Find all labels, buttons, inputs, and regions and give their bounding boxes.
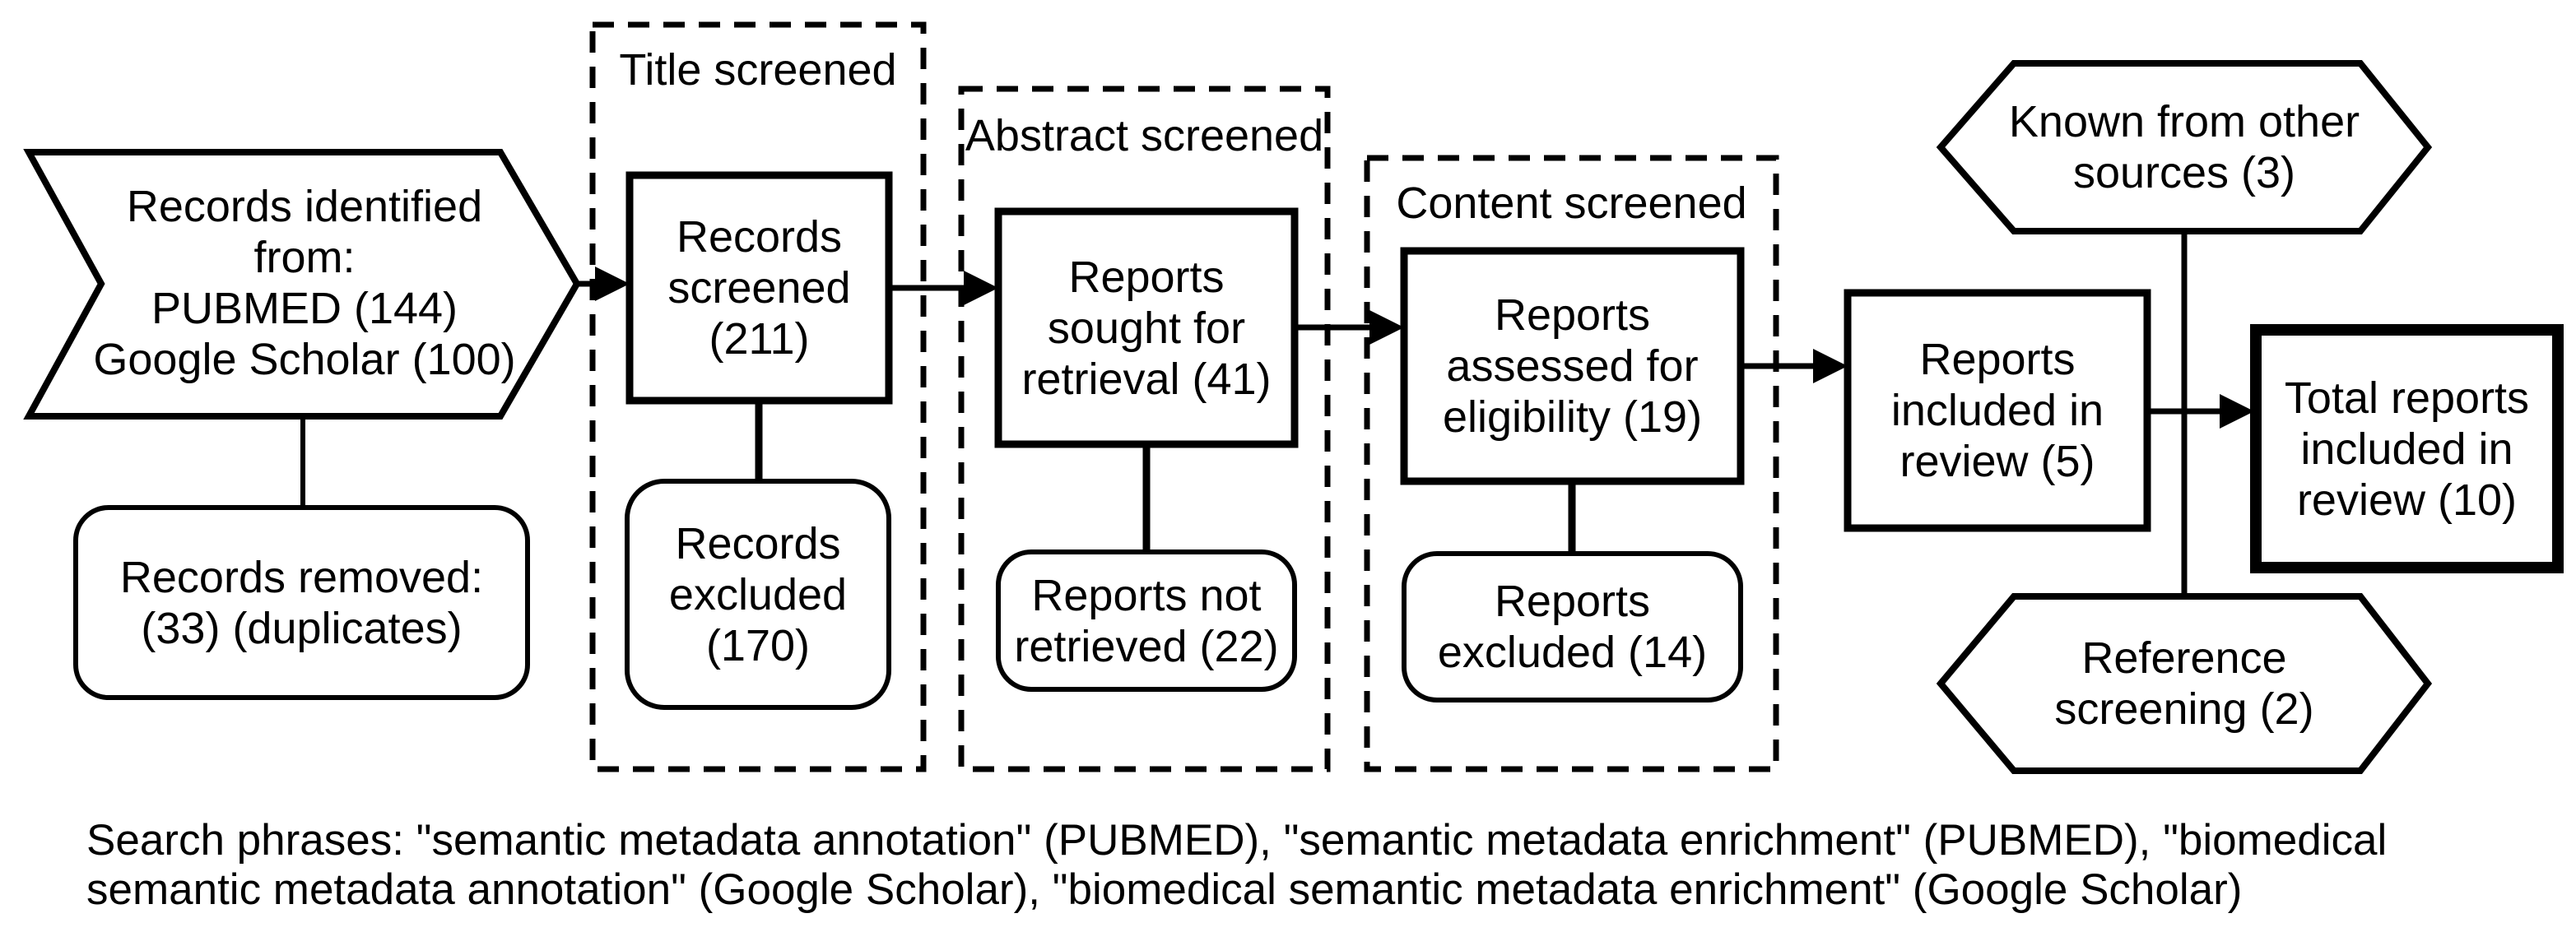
node-reports-not-retrieved-label: Reports not retrieved (22) (1014, 570, 1279, 671)
arrow-assessed-included-head (1813, 349, 1848, 383)
node-reports-included-label: Reports included in review (5) (1890, 335, 2104, 486)
node-reports-excluded-label: Reports excluded (14) (1437, 577, 1708, 677)
arrow-sought-assessed-head (1369, 310, 1404, 345)
reports-assessed-box-shape (1400, 247, 1745, 485)
reports-excluded-roundbox-shape (1402, 551, 1743, 702)
node-records-excluded-label: Records excluded (170) (668, 518, 848, 670)
arrow-identified-screened-head (595, 267, 630, 301)
group-content-screened-label: Content screened (1396, 179, 1747, 228)
reports-sought-box-shape (994, 207, 1299, 448)
node-records-screened-label: Records screened (211) (667, 212, 851, 364)
group-title-screened-box (589, 21, 927, 772)
records-removed-roundbox-shape (73, 505, 530, 700)
reference-screening-hexagon-shape (1936, 593, 2433, 774)
node-records-removed-label: Records removed: (33) (duplicates) (119, 552, 484, 653)
group-content-screened-box (1364, 155, 1779, 772)
total-reports-box-shape (2250, 324, 2564, 573)
arrow-screened-sought-head (964, 271, 998, 305)
group-abstract-screened-label: Abstract screened (965, 111, 1324, 160)
reports-not-retrieved-roundbox-shape (996, 549, 1297, 692)
known-other-sources-hexagon-shape (1936, 60, 2433, 234)
arrow-included-total-head (2220, 394, 2254, 429)
node-reports-assessed-label: Reports assessed for eligibility (19) (1442, 290, 1703, 442)
node-records-identified-label: Records identified from: PUBMED (144) Go… (93, 182, 516, 384)
records-identified-chevron-shape (23, 149, 581, 420)
node-reports-sought-label: Reports sought for retrieval (41) (1021, 252, 1272, 404)
search-phrases-caption: Search phrases: "semantic metadata annot… (86, 816, 2388, 914)
reports-included-box-shape (1844, 289, 2151, 532)
node-total-reports-label: Total reports included in review (10) (2284, 373, 2530, 525)
records-excluded-roundbox-shape (625, 479, 891, 710)
group-abstract-screened-box (958, 86, 1331, 772)
records-screened-box-shape (625, 171, 893, 405)
group-title-screened-label: Title screened (619, 45, 897, 95)
node-known-other-sources-label: Known from other sources (3) (2008, 97, 2360, 197)
node-reference-screening-label: Reference screening (2) (2054, 633, 2314, 734)
